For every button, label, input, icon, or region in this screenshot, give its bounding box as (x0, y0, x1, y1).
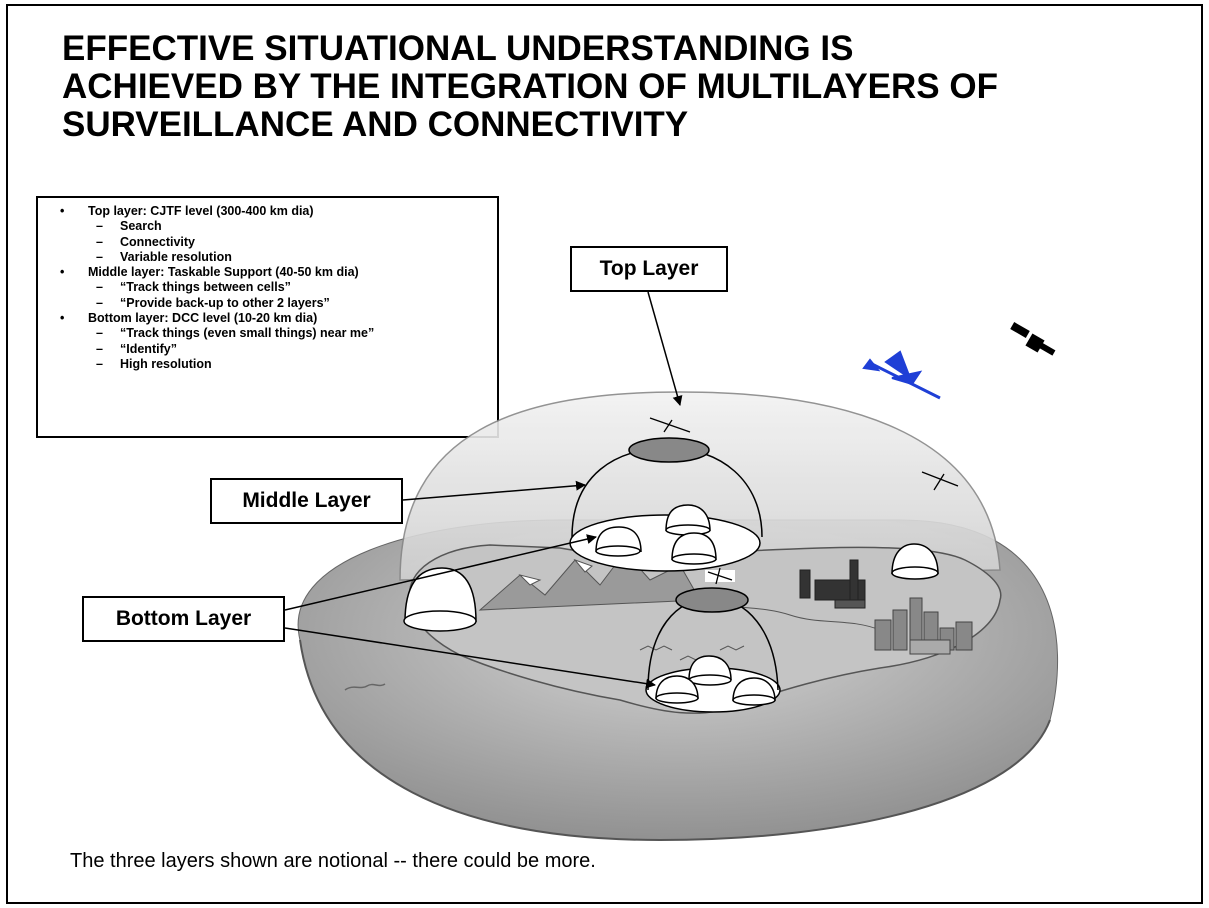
title-line-3: SURVEILLANCE AND CONNECTIVITY (62, 105, 689, 144)
bullet-top-layer: Top layer: CJTF level (300-400 km dia) (60, 204, 489, 220)
slide-title: EFFECTIVE SITUATIONAL UNDERSTANDING IS A… (62, 30, 1182, 144)
city-buildings (874, 597, 973, 655)
title-line-2: ACHIEVED BY THE INTEGRATION OF MULTILAYE… (62, 67, 998, 106)
top-layer-arrow (647, 291, 683, 406)
uav-icon (649, 417, 691, 433)
sub-bullet: “Identify” (60, 342, 489, 358)
coast-mark (344, 683, 386, 691)
small-dome-right (891, 543, 939, 580)
ground-edge (299, 639, 1051, 842)
sub-bullet: Connectivity (60, 235, 489, 251)
small-dome-left (403, 567, 477, 632)
sub-bullet: Variable resolution (60, 250, 489, 266)
uav-icon (921, 471, 959, 491)
bottom-layer-arrow-2 (284, 627, 656, 689)
callout-arrows (284, 291, 683, 689)
middle-layer-label: Middle Layer (210, 478, 403, 524)
bullet-middle-layer: Middle layer: Taskable Support (40-50 km… (60, 265, 489, 281)
bullet-bottom-layer: Bottom layer: DCC level (10-20 km dia) (60, 311, 489, 327)
bottom-layer-arrow-1 (284, 534, 597, 611)
uav-icon (705, 567, 735, 585)
sub-bullet: High resolution (60, 357, 489, 373)
sub-bullet: “Track things (even small things) near m… (60, 326, 489, 342)
sub-bullet: “Provide back-up to other 2 layers” (60, 296, 489, 312)
middle-layer-arrow (402, 480, 586, 501)
sub-bullet: “Track things between cells” (60, 280, 489, 296)
layer-description-box: Top layer: CJTF level (300-400 km dia) S… (36, 196, 499, 438)
title-line-1: EFFECTIVE SITUATIONAL UNDERSTANDING IS (62, 29, 854, 68)
sub-bullet: Search (60, 219, 489, 235)
satellite-icon (1010, 322, 1056, 356)
top-layer-label: Top Layer (570, 246, 728, 292)
slide-caption: The three layers shown are notional -- t… (70, 850, 596, 872)
bottom-layer-cell (645, 587, 781, 713)
middle-layer-cell (569, 437, 763, 572)
bottom-layer-label: Bottom Layer (82, 596, 285, 642)
top-layer-dome (399, 391, 1001, 581)
airplane-icon (862, 350, 941, 400)
factory (799, 559, 866, 609)
